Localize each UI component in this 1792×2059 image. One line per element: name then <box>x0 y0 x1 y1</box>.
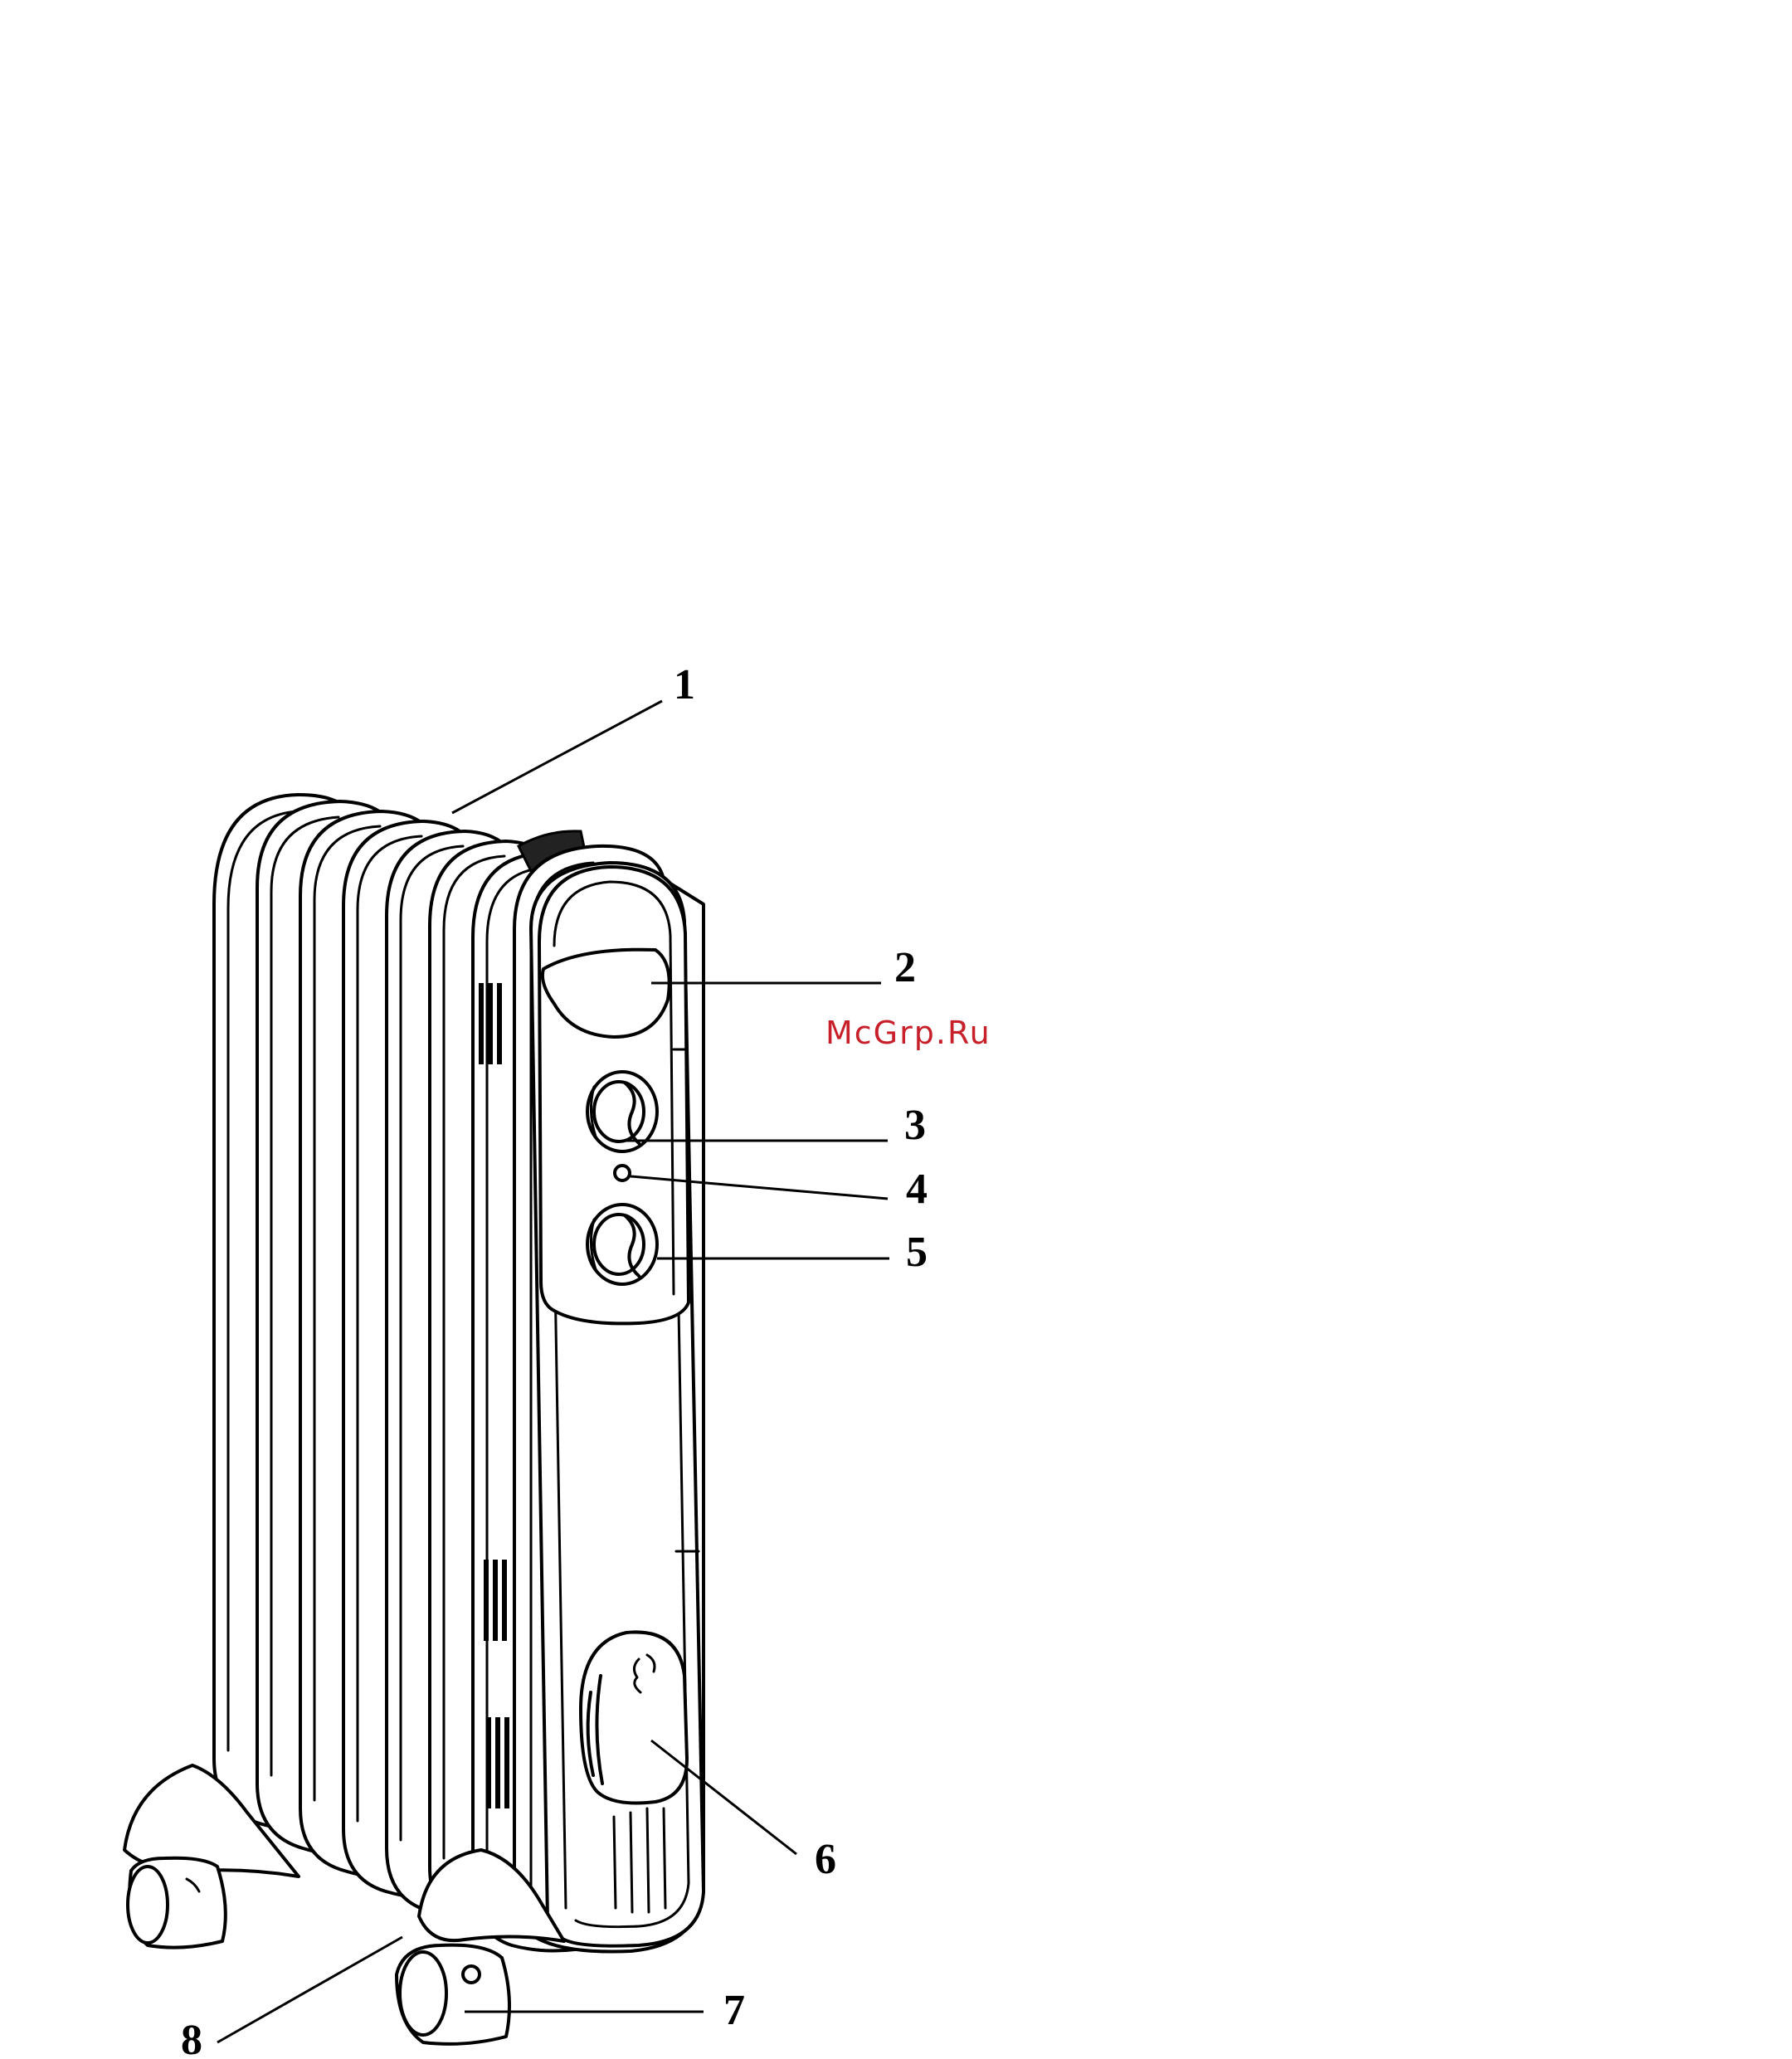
callout-label-8: 8 <box>181 2017 202 2059</box>
side-vent-lower <box>486 1717 509 1808</box>
callout-label-4: 4 <box>906 1166 928 1213</box>
callout-label-3: 3 <box>904 1102 926 1149</box>
power-indicator-light <box>615 1166 630 1180</box>
callout-label-2: 2 <box>894 944 916 991</box>
front-wheel <box>397 1945 509 2044</box>
power-selector-knob <box>587 1205 657 1284</box>
leader-line-8 <box>217 1937 402 2042</box>
callout-label-5: 5 <box>906 1229 928 1276</box>
side-vent-upper <box>479 983 502 1064</box>
leader-line-1 <box>452 701 662 813</box>
callout-label-1: 1 <box>674 661 695 708</box>
watermark-text: McGrp.Ru <box>825 1015 991 1051</box>
side-vent-middle <box>484 1560 507 1641</box>
callout-label-6: 6 <box>815 1836 836 1883</box>
callout-label-7: 7 <box>723 1987 745 2034</box>
